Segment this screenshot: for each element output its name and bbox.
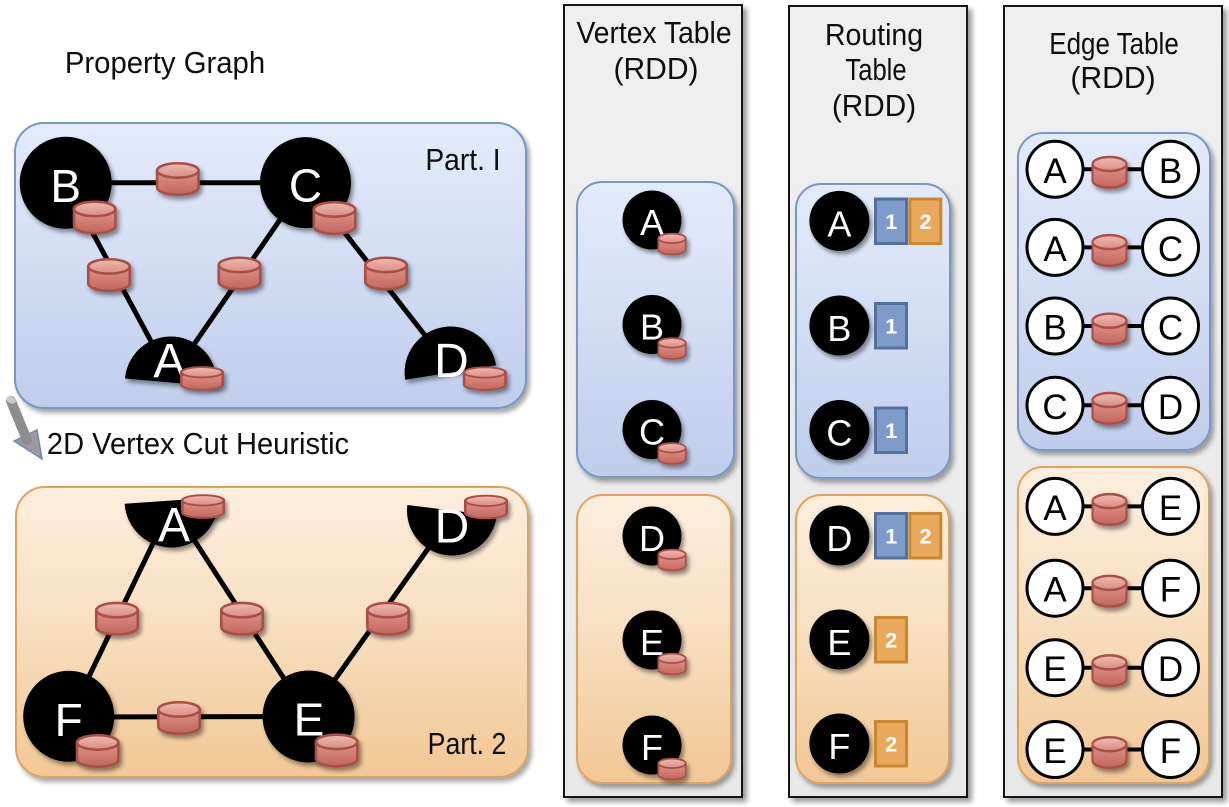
svg-text:A: A — [1043, 489, 1067, 528]
svg-text:1: 1 — [885, 419, 897, 443]
svg-text:D: D — [1158, 388, 1183, 427]
svg-text:1: 1 — [885, 210, 897, 234]
svg-text:F: F — [641, 727, 663, 768]
svg-text:E: E — [1159, 489, 1182, 528]
svg-text:2: 2 — [885, 733, 897, 757]
svg-text:D: D — [826, 518, 852, 559]
svg-text:B: B — [1043, 309, 1066, 348]
svg-text:F: F — [1160, 571, 1181, 610]
svg-text:A: A — [1043, 571, 1067, 610]
svg-text:F: F — [828, 726, 850, 767]
svg-text:C: C — [1042, 388, 1067, 427]
svg-text:C: C — [826, 413, 852, 454]
svg-text:A: A — [1043, 230, 1067, 269]
svg-text:2: 2 — [920, 210, 932, 234]
svg-text:1: 1 — [885, 525, 897, 549]
svg-text:A: A — [827, 203, 851, 244]
svg-text:E: E — [1043, 732, 1066, 771]
svg-text:F: F — [1160, 732, 1181, 771]
svg-text:D: D — [435, 500, 470, 553]
svg-text:B: B — [50, 160, 81, 212]
svg-text:1: 1 — [885, 315, 897, 339]
svg-text:E: E — [827, 622, 851, 663]
svg-text:C: C — [289, 160, 322, 212]
svg-text:2: 2 — [920, 525, 932, 549]
svg-text:C: C — [1158, 309, 1183, 348]
svg-text:A: A — [1043, 152, 1067, 191]
svg-text:D: D — [1158, 650, 1183, 689]
svg-text:E: E — [1043, 650, 1066, 689]
svg-text:B: B — [827, 308, 851, 349]
svg-text:F: F — [55, 694, 83, 746]
svg-text:2: 2 — [885, 629, 897, 653]
svg-text:B: B — [1159, 152, 1182, 191]
svg-text:C: C — [1158, 230, 1183, 269]
